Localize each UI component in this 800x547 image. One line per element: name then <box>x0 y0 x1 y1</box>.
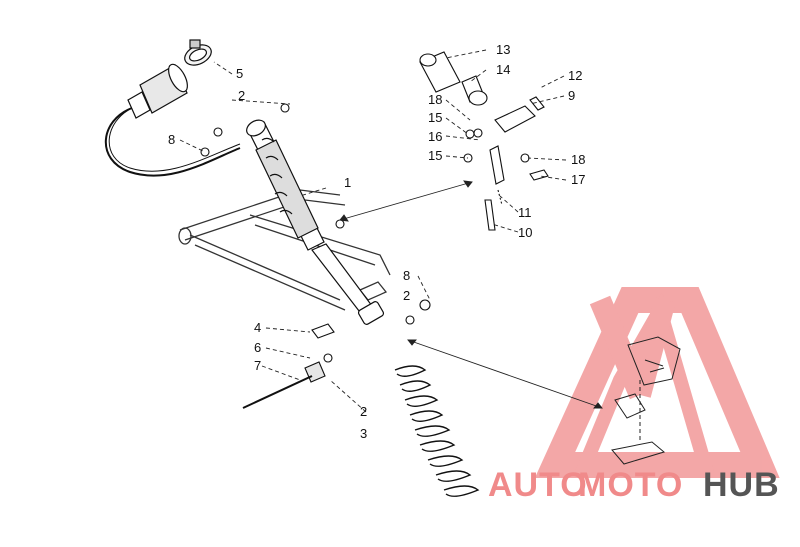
upper-linkage-parts <box>419 51 549 231</box>
callout-8-lower: 8 <box>403 268 410 283</box>
callout-8-upper: 8 <box>168 132 175 147</box>
watermark-text-auto: AUTO <box>488 466 588 504</box>
watermark-text-hub: HUB <box>703 466 780 504</box>
lower-mount-hardware <box>200 103 431 409</box>
callout-12: 12 <box>568 68 582 83</box>
callout-7: 7 <box>254 358 261 373</box>
callout-16: 16 <box>428 129 442 144</box>
watermark-text-moto: MOTO <box>578 466 683 504</box>
watermark-text: AUTO MOTO HUB <box>488 466 780 504</box>
callout-15-upper: 15 <box>428 110 442 125</box>
callout-labels: 1 2 2 2 3 4 5 6 7 8 8 9 10 11 12 13 14 1… <box>168 42 585 441</box>
callout-17: 17 <box>571 172 585 187</box>
callout-6: 6 <box>254 340 261 355</box>
callout-14: 14 <box>496 62 510 77</box>
callout-5: 5 <box>236 66 243 81</box>
callout-4: 4 <box>254 320 261 335</box>
callout-9: 9 <box>568 88 575 103</box>
shock-reservoir <box>104 63 241 177</box>
callout-3: 3 <box>360 426 367 441</box>
callout-1: 1 <box>344 175 351 190</box>
shock-absorber <box>246 119 385 325</box>
suspension-arm <box>178 189 391 311</box>
callout-13: 13 <box>496 42 510 57</box>
callout-2-lower: 2 <box>360 404 367 419</box>
callout-15-lower: 15 <box>428 148 442 163</box>
coil-spring <box>394 365 480 497</box>
chassis-mount-detail <box>611 336 681 465</box>
callout-10: 10 <box>518 225 532 240</box>
hose-clamp <box>184 39 212 66</box>
callout-18-upper: 18 <box>428 92 442 107</box>
callout-2-mid: 2 <box>403 288 410 303</box>
watermark-logo <box>534 287 780 478</box>
callout-2-top: 2 <box>238 88 245 103</box>
leader-lines <box>179 49 603 413</box>
callout-11: 11 <box>518 205 532 220</box>
callout-18-lower: 18 <box>571 152 585 167</box>
